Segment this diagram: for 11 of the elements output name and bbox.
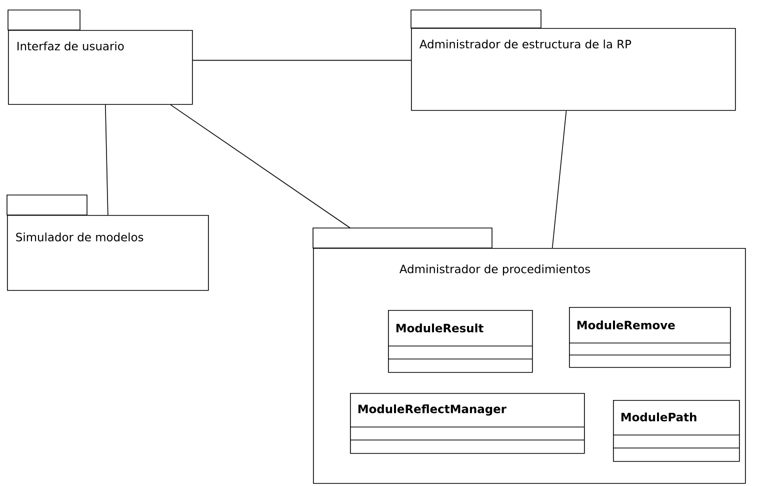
class-box: ModulePath bbox=[612, 400, 740, 462]
package-box: Interfaz de usuario bbox=[8, 10, 193, 105]
connector-line bbox=[170, 104, 351, 228]
connector-line bbox=[552, 110, 567, 248]
package-box: Simulador de modelos bbox=[6, 194, 209, 291]
class-box: ModuleResult bbox=[388, 310, 533, 373]
connector-line bbox=[192, 60, 412, 61]
package-box: Administrador de estructura de la RP bbox=[410, 10, 736, 111]
class-box: ModuleRemove bbox=[568, 307, 731, 368]
connector-line bbox=[105, 104, 108, 216]
class-box: ModuleReflectManager bbox=[350, 393, 585, 454]
